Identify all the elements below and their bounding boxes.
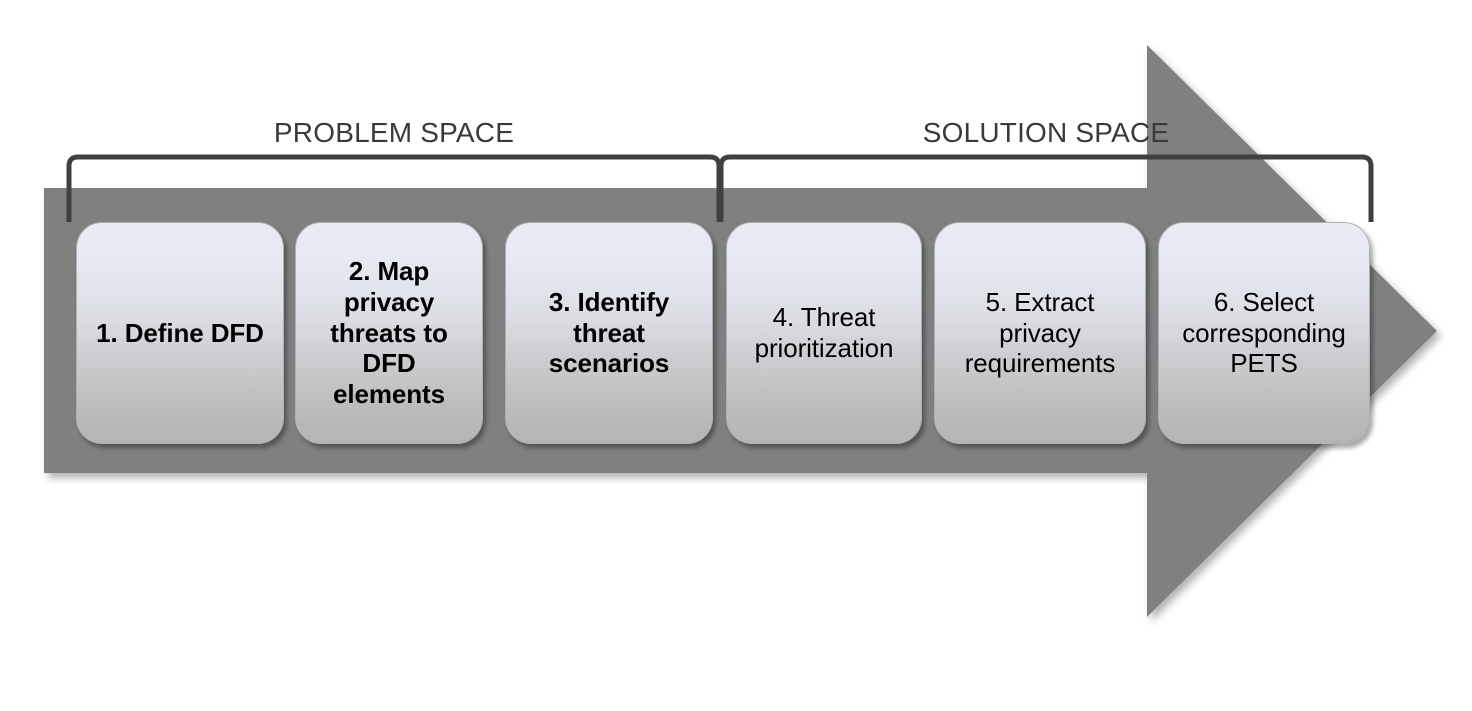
step-label-3: 3. Identify threat scenarios <box>548 286 670 379</box>
step-label-1: 1. Define DFD <box>96 317 264 348</box>
step-box-5[interactable]: 5. Extract privacy requirements <box>934 222 1146 444</box>
step-box-3[interactable]: 3. Identify threat scenarios <box>505 222 713 444</box>
top-bracket-solution-space <box>718 154 1374 222</box>
phase-label-solution-space: SOLUTION SPACE <box>922 117 1170 148</box>
step-label-2: 2. Map privacy threats to DFD elements <box>330 256 448 409</box>
step-box-2[interactable]: 2. Map privacy threats to DFD elements <box>295 222 483 444</box>
step-label-4: 4. Threat prioritization <box>754 302 894 363</box>
step-box-4[interactable]: 4. Threat prioritization <box>726 222 922 444</box>
step-box-1[interactable]: 1. Define DFD <box>76 222 284 444</box>
phase-label-problem-space: PROBLEM SPACE <box>273 117 515 148</box>
step-box-6[interactable]: 6. Select corresponding PETS <box>1158 222 1370 444</box>
step-label-6: 6. Select corresponding PETS <box>1182 286 1346 379</box>
step-label-5: 5. Extract privacy requirements <box>964 286 1116 379</box>
top-bracket-problem-space <box>66 154 722 222</box>
